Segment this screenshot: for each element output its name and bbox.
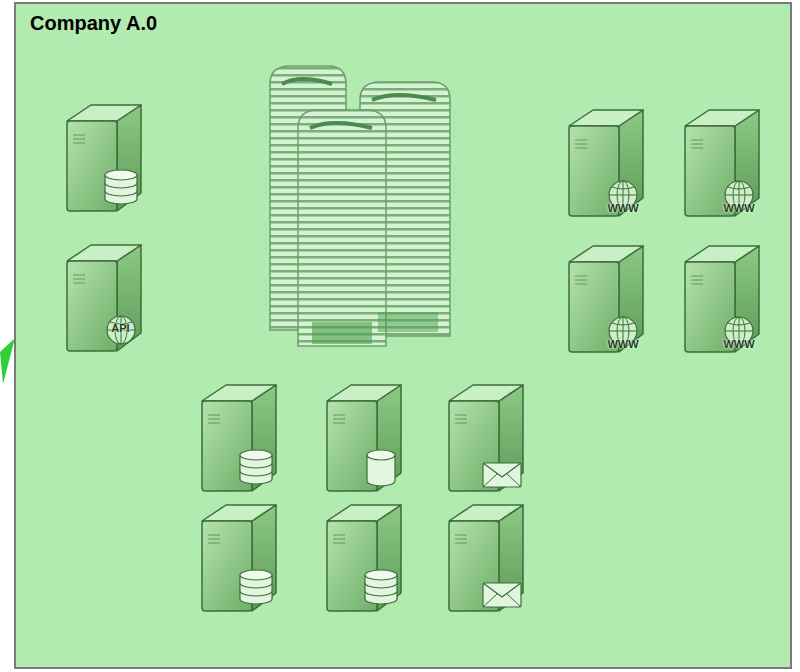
server-label: WWW xyxy=(722,198,756,216)
server-label: WWW xyxy=(606,334,640,352)
database-server xyxy=(327,505,401,611)
server-tag: WWW xyxy=(723,338,754,351)
database-server xyxy=(67,105,141,211)
web-server xyxy=(685,246,759,352)
server-tag: WWW xyxy=(607,202,638,215)
server-tag: WWW xyxy=(723,202,754,215)
storage-server xyxy=(327,385,401,491)
server-tag: WWW xyxy=(607,338,638,351)
database-server xyxy=(202,505,276,611)
box-title: Company A.0 xyxy=(30,12,157,35)
server-label: WWW xyxy=(722,334,756,352)
web-server xyxy=(569,110,643,216)
office-buildings xyxy=(270,66,450,346)
server-tag: API xyxy=(111,322,129,335)
server-label: WWW xyxy=(606,198,640,216)
database-server xyxy=(202,385,276,491)
mail-server xyxy=(449,385,523,491)
mail-server xyxy=(449,505,523,611)
arrow-head xyxy=(0,338,15,384)
web-server xyxy=(685,110,759,216)
server-label: API xyxy=(110,318,131,336)
company-boundary: Company A.0WWW WWW API WWW WWW xyxy=(14,2,792,669)
web-server xyxy=(569,246,643,352)
api-server xyxy=(67,245,141,351)
